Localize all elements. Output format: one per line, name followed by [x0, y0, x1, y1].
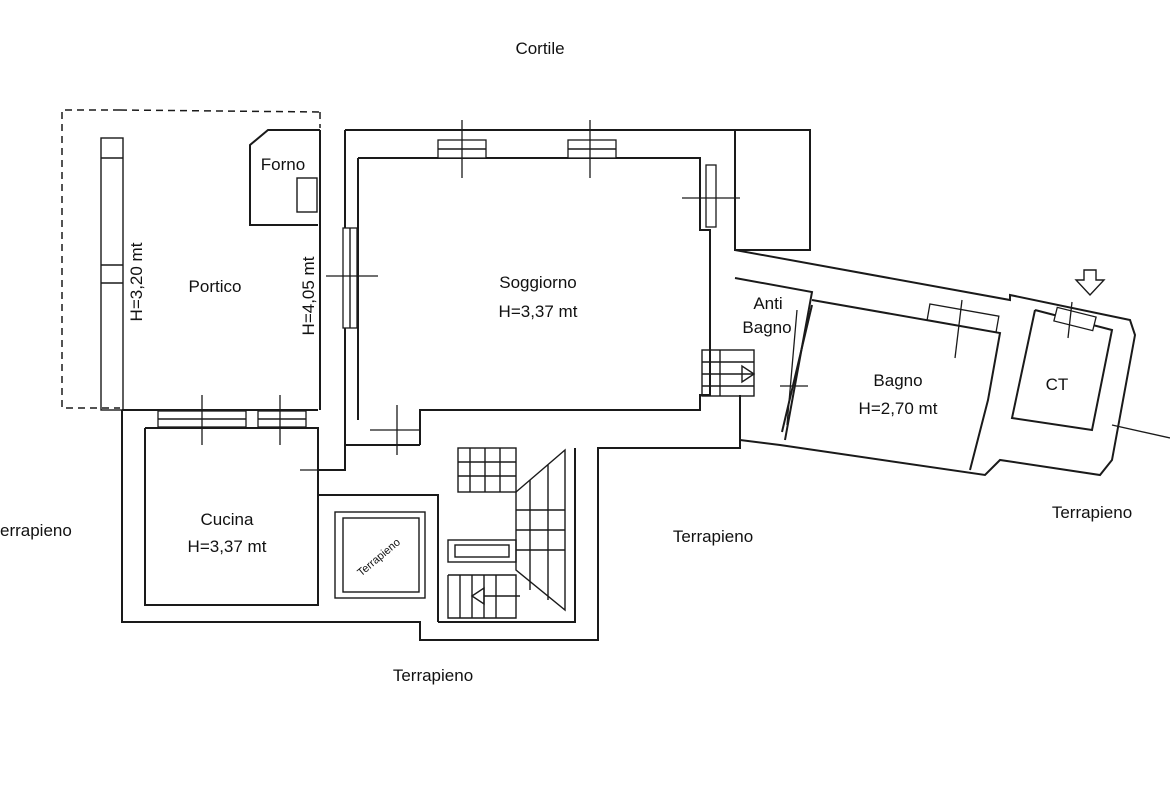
- stairs: [447, 349, 756, 619]
- label-portico-height-left: H=3,20 mt: [127, 242, 146, 321]
- forno-detail: [296, 177, 318, 213]
- label-anti: Anti: [753, 294, 782, 313]
- portico-area: [61, 109, 321, 411]
- label-portico: Portico: [189, 277, 242, 296]
- tick-marks: [201, 120, 1073, 471]
- portico-pillar-wall: [100, 137, 124, 411]
- label-portico-height-right: H=4,05 mt: [299, 256, 318, 335]
- label-terrapieno-bottom: Terrapieno: [393, 666, 473, 685]
- label-terrapieno-left: errapieno: [0, 521, 72, 540]
- label-bagno-height: H=2,70 mt: [859, 399, 938, 418]
- label-bagno: Bagno: [873, 371, 922, 390]
- windows: [157, 139, 1097, 428]
- label-forno: Forno: [261, 155, 305, 174]
- label-cucina: Cucina: [201, 510, 254, 529]
- label-ct: CT: [1046, 375, 1069, 394]
- right-wing-walls: [734, 249, 1170, 477]
- label-terrapieno-inner: Terrapieno: [355, 536, 403, 579]
- label-cucina-height: H=3,37 mt: [188, 537, 267, 556]
- entry-arrow-icon: [1074, 269, 1106, 297]
- label-terrapieno-center: Terrapieno: [673, 527, 753, 546]
- label-anti-bagno: Bagno: [742, 318, 791, 337]
- label-soggiorno-height: H=3,37 mt: [499, 302, 578, 321]
- terrapieno-box: [334, 511, 426, 599]
- label-soggiorno: Soggiorno: [499, 273, 577, 292]
- outer-walls: [121, 129, 811, 641]
- label-terrapieno-right: Terrapieno: [1052, 503, 1132, 522]
- label-cortile: Cortile: [515, 39, 564, 58]
